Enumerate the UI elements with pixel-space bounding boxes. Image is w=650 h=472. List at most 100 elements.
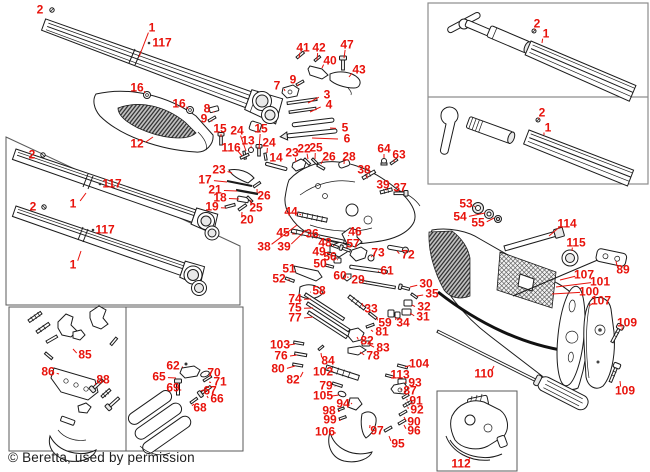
part-label-79: 79	[319, 379, 333, 393]
part-label-117: 117	[102, 177, 122, 191]
part-label-2: 2	[29, 148, 36, 162]
part-label-1: 1	[543, 27, 550, 41]
choke-tube-inset-frame	[427, 2, 649, 185]
leader-line	[298, 52, 301, 59]
part-label-68: 68	[193, 401, 207, 415]
part-label-52: 52	[272, 272, 286, 286]
part-label-47: 47	[340, 38, 354, 52]
part-label-2: 2	[534, 17, 541, 31]
leader-line	[237, 150, 243, 157]
part-label-1: 1	[70, 197, 77, 211]
part-label-25: 25	[309, 141, 323, 155]
small-parts-field	[49, 7, 419, 463]
part-label-117: 117	[95, 223, 115, 237]
part-label-24: 24	[262, 136, 276, 150]
choke-wrench-tee	[447, 12, 637, 102]
part-label-64: 64	[377, 142, 391, 156]
part-label-93: 93	[408, 376, 422, 390]
leader-line	[77, 250, 82, 261]
part-label-113: 113	[390, 368, 410, 382]
part-label-112: 112	[451, 457, 471, 471]
leader-line	[369, 344, 375, 348]
part-label-54: 54	[453, 210, 467, 224]
leader-line	[345, 246, 348, 249]
part-label-71: 71	[213, 375, 227, 389]
part-label-44: 44	[284, 205, 298, 219]
part-label-74: 74	[288, 292, 302, 306]
leader-line	[356, 336, 359, 340]
leader-line	[396, 250, 400, 255]
part-label-41: 41	[296, 41, 310, 55]
part-label-102: 102	[313, 365, 333, 379]
part-label-85: 85	[78, 348, 92, 362]
part-label-53: 53	[459, 197, 473, 211]
forend	[93, 90, 214, 153]
part-label-19: 19	[205, 200, 219, 214]
leader-line	[286, 365, 296, 369]
part-label-1: 1	[70, 258, 77, 272]
part-label-70: 70	[207, 366, 221, 380]
part-label-62: 62	[166, 359, 180, 373]
part-label-6: 6	[344, 132, 351, 146]
leader-line	[56, 372, 60, 375]
part-label-35: 35	[425, 287, 439, 301]
part-label-33: 33	[364, 302, 378, 316]
part-label-77: 77	[288, 311, 302, 325]
leader-line	[370, 329, 374, 332]
part-label-101: 101	[590, 275, 610, 289]
leader-line	[486, 217, 495, 223]
leader-line	[200, 389, 204, 392]
leader-line	[299, 371, 304, 378]
leader-line	[227, 170, 233, 174]
stock-bolt-washers	[472, 202, 565, 252]
buttplate-screw-lower	[608, 362, 622, 384]
part-label-67: 67	[203, 384, 217, 398]
part-label-109: 109	[615, 384, 635, 398]
leader-line	[411, 304, 416, 308]
part-label-16: 16	[172, 97, 186, 111]
leader-line	[537, 117, 540, 120]
leader-line	[289, 354, 298, 357]
part-label-30: 30	[419, 277, 433, 291]
leader-line	[320, 352, 323, 358]
part-label-29: 29	[351, 273, 365, 287]
part-label-88: 88	[96, 373, 110, 387]
part-label-57: 57	[346, 237, 360, 251]
part-label-82: 82	[360, 334, 374, 348]
part-label-15: 15	[254, 122, 268, 136]
part-label-9: 9	[201, 112, 208, 126]
leader-line	[294, 157, 297, 163]
part-label-14: 14	[269, 151, 283, 165]
part-label-48: 48	[318, 236, 332, 250]
part-label-12: 12	[130, 137, 144, 151]
part-label-31: 31	[416, 310, 430, 324]
choke-wrench-spanner	[439, 106, 635, 187]
part-label-90: 90	[407, 415, 421, 429]
part-label-60: 60	[333, 269, 347, 283]
leader-line	[336, 259, 339, 261]
part-label-63: 63	[392, 148, 406, 162]
part-label-95: 95	[391, 437, 405, 451]
leader-line	[206, 395, 209, 399]
leader-line	[311, 137, 339, 140]
part-label-98: 98	[322, 404, 336, 418]
leader-line	[303, 316, 314, 319]
part-label-15: 15	[213, 122, 227, 136]
part-label-42: 42	[312, 41, 326, 55]
part-label-39: 39	[277, 240, 291, 254]
part-label-28: 28	[342, 150, 356, 164]
leader-line	[347, 234, 350, 237]
part-label-2: 2	[37, 3, 44, 17]
part-label-78: 78	[366, 349, 380, 363]
part-label-34: 34	[396, 316, 410, 330]
part-label-103: 103	[270, 338, 290, 352]
part-label-89: 89	[616, 263, 630, 277]
part-label-116: 116	[221, 141, 241, 155]
leader-line	[331, 370, 334, 373]
leader-line	[377, 270, 380, 273]
leader-line	[283, 88, 286, 92]
part-label-114: 114	[557, 217, 577, 231]
grip-cap	[561, 249, 579, 267]
part-label-24: 24	[230, 124, 244, 138]
